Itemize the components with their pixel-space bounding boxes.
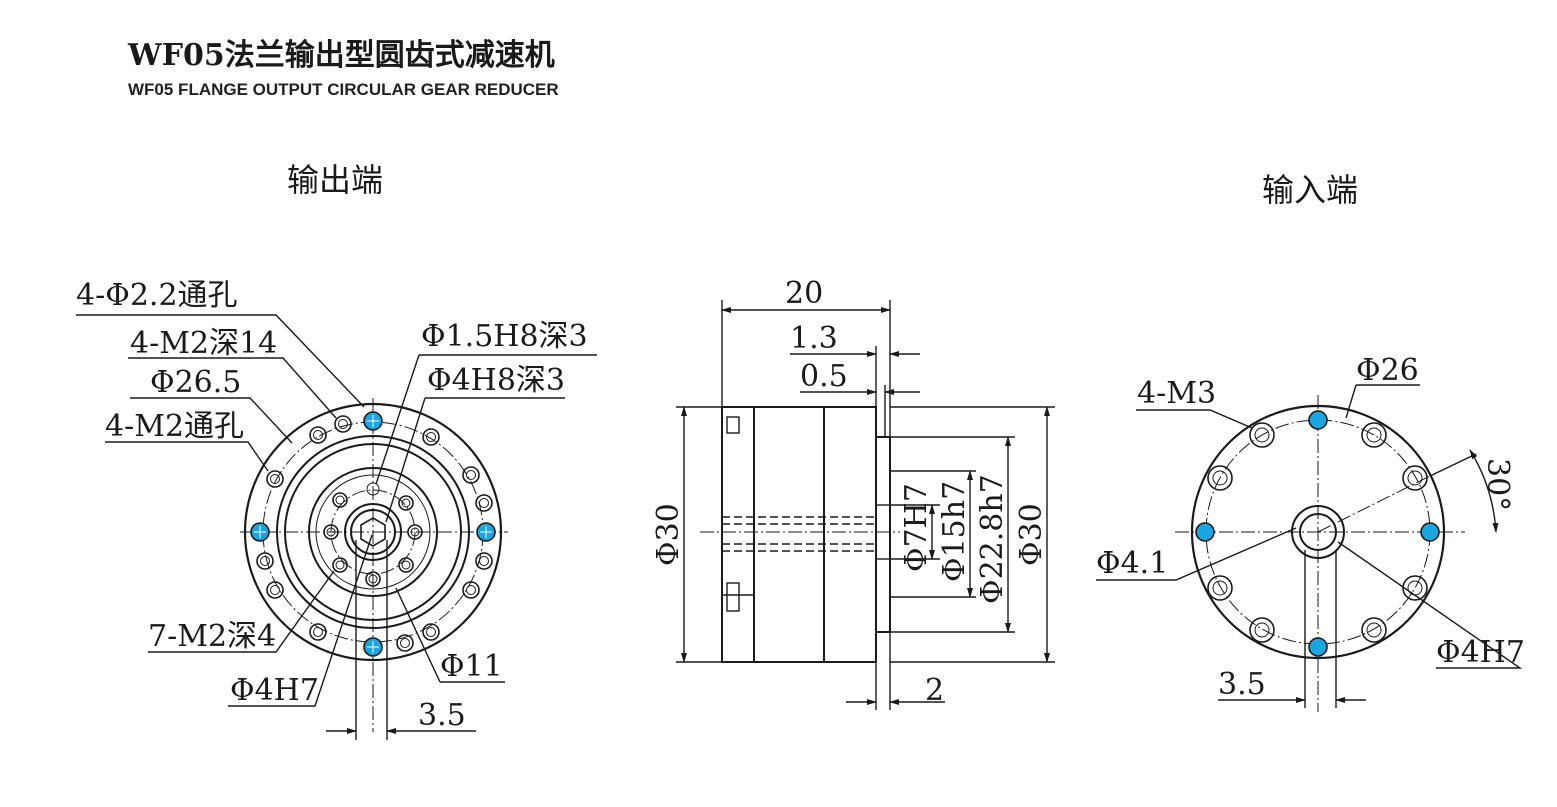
dim-d15h7: Φ15h7 <box>937 481 972 582</box>
callout-angle-30: 30° <box>1480 458 1515 511</box>
dim-body-d30: Φ30 <box>651 503 686 566</box>
callout-pcd-26: Φ26 <box>1356 353 1419 388</box>
input-end-label: 输入端 <box>1262 171 1359 209</box>
callout-d4h7-input: Φ4H7 <box>1436 635 1525 670</box>
callout-d4h8-depth3: Φ4H8深3 <box>427 363 565 398</box>
callout-7-m2-depth4: 7-M2深4 <box>148 619 276 654</box>
dim-2: 2 <box>925 673 944 708</box>
dim-d22.8h7: Φ22.8h7 <box>975 474 1010 604</box>
output-view <box>76 314 597 740</box>
callout-pcd-26.5: Φ26.5 <box>150 365 241 400</box>
callout-d1.5h8-depth3: Φ1.5H8深3 <box>421 319 588 354</box>
dim-offset-3.5-input: 3.5 <box>1218 667 1266 702</box>
callout-d4h7-output: Φ4H7 <box>230 673 319 708</box>
callout-4-m2-depth14: 4-M2深14 <box>130 326 277 361</box>
title-english: WF05 FLANGE OUTPUT CIRCULAR GEAR REDUCER <box>128 80 559 99</box>
input-view <box>1096 384 1523 712</box>
callout-d4.1: Φ4.1 <box>1096 546 1168 581</box>
dim-offset-3.5-output: 3.5 <box>418 698 466 733</box>
callout-4-d2.2-through: 4-Φ2.2通孔 <box>76 278 238 313</box>
output-end-label: 输出端 <box>287 161 384 199</box>
callout-d11: Φ11 <box>440 649 503 684</box>
side-view <box>676 300 1055 710</box>
callout-4-m2-through: 4-M2通孔 <box>105 409 244 444</box>
dim-length-20: 20 <box>785 276 823 311</box>
callout-4-m3: 4-M3 <box>1137 376 1216 411</box>
dim-d7h7: Φ7H7 <box>899 483 934 572</box>
title-chinese: WF05法兰输出型圆齿式减速机 <box>128 38 555 73</box>
dim-flange-d30: Φ30 <box>1014 503 1049 566</box>
dim-0.5: 0.5 <box>800 359 848 394</box>
dim-1.3: 1.3 <box>790 321 838 356</box>
